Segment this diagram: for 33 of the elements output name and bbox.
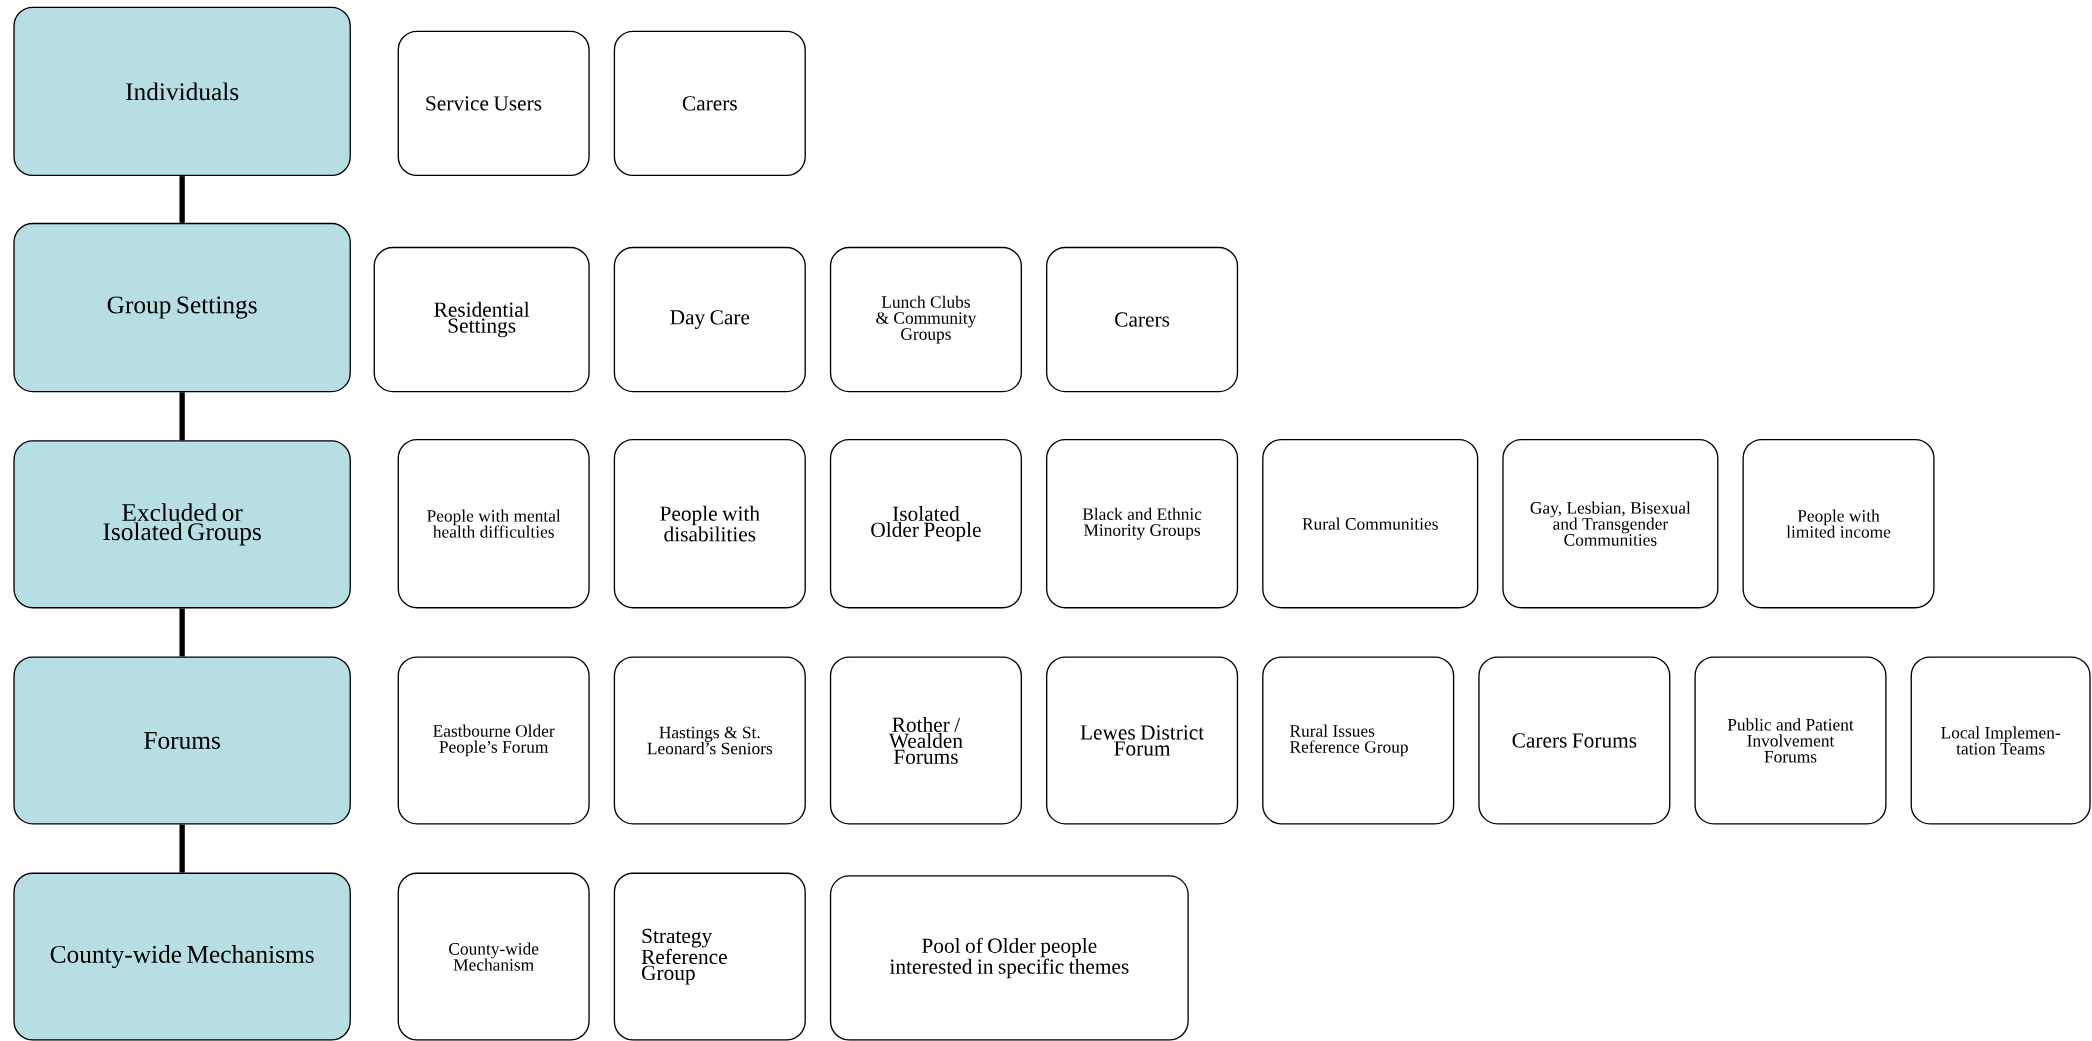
group-box: Rural Communities	[1262, 439, 1479, 609]
group-box: People with mental health difficulties	[397, 439, 590, 609]
level-box: Excluded or Isolated Groups	[13, 440, 351, 609]
group-box: Hastings & St. Leonard’s Seniors	[613, 656, 806, 825]
group-box: Rural Issues Reference Group	[1262, 656, 1455, 825]
group-box: Pool of Older people interested in specific themes	[829, 875, 1189, 1041]
group-box: Residential Settings	[373, 247, 590, 393]
level-box: Forums	[13, 656, 351, 825]
group-box: People with disabilities	[613, 439, 806, 609]
group-box: County-wide Mechanism	[397, 872, 590, 1041]
group-box: Lewes District Forum	[1046, 656, 1239, 825]
group-box: Isolated Older People	[829, 439, 1022, 609]
connector-line	[179, 824, 185, 873]
group-box: Strategy Reference Group	[613, 872, 806, 1041]
group-box: Day Care	[613, 247, 806, 393]
group-box: Eastbourne Older People’s Forum	[397, 656, 590, 825]
group-box: Carers	[613, 30, 806, 177]
level-box: County-wide Mechanisms	[13, 872, 351, 1041]
connector-line	[179, 176, 185, 223]
level-box: Individuals	[13, 6, 351, 177]
level-box: Group Settings	[13, 222, 351, 393]
group-box: Carers	[1046, 247, 1239, 393]
group-box: People with limited income	[1742, 439, 1935, 609]
group-box: Black and Ethnic Minority Groups	[1046, 439, 1239, 609]
group-box: Local Implemen-tation Teams	[1910, 656, 2091, 825]
group-box: Carers Forums	[1478, 656, 1671, 825]
group-box: Rother / Wealden Forums	[829, 656, 1022, 825]
connector-line	[179, 392, 185, 441]
group-box: Service Users	[397, 30, 590, 177]
connector-line	[179, 608, 185, 657]
group-box: Lunch Clubs & Community Groups	[829, 247, 1022, 393]
group-box: Gay, Lesbian, Bisexual and Transgender Communities	[1502, 439, 1719, 609]
group-box: Public and Patient Involvement Forums	[1694, 656, 1887, 825]
